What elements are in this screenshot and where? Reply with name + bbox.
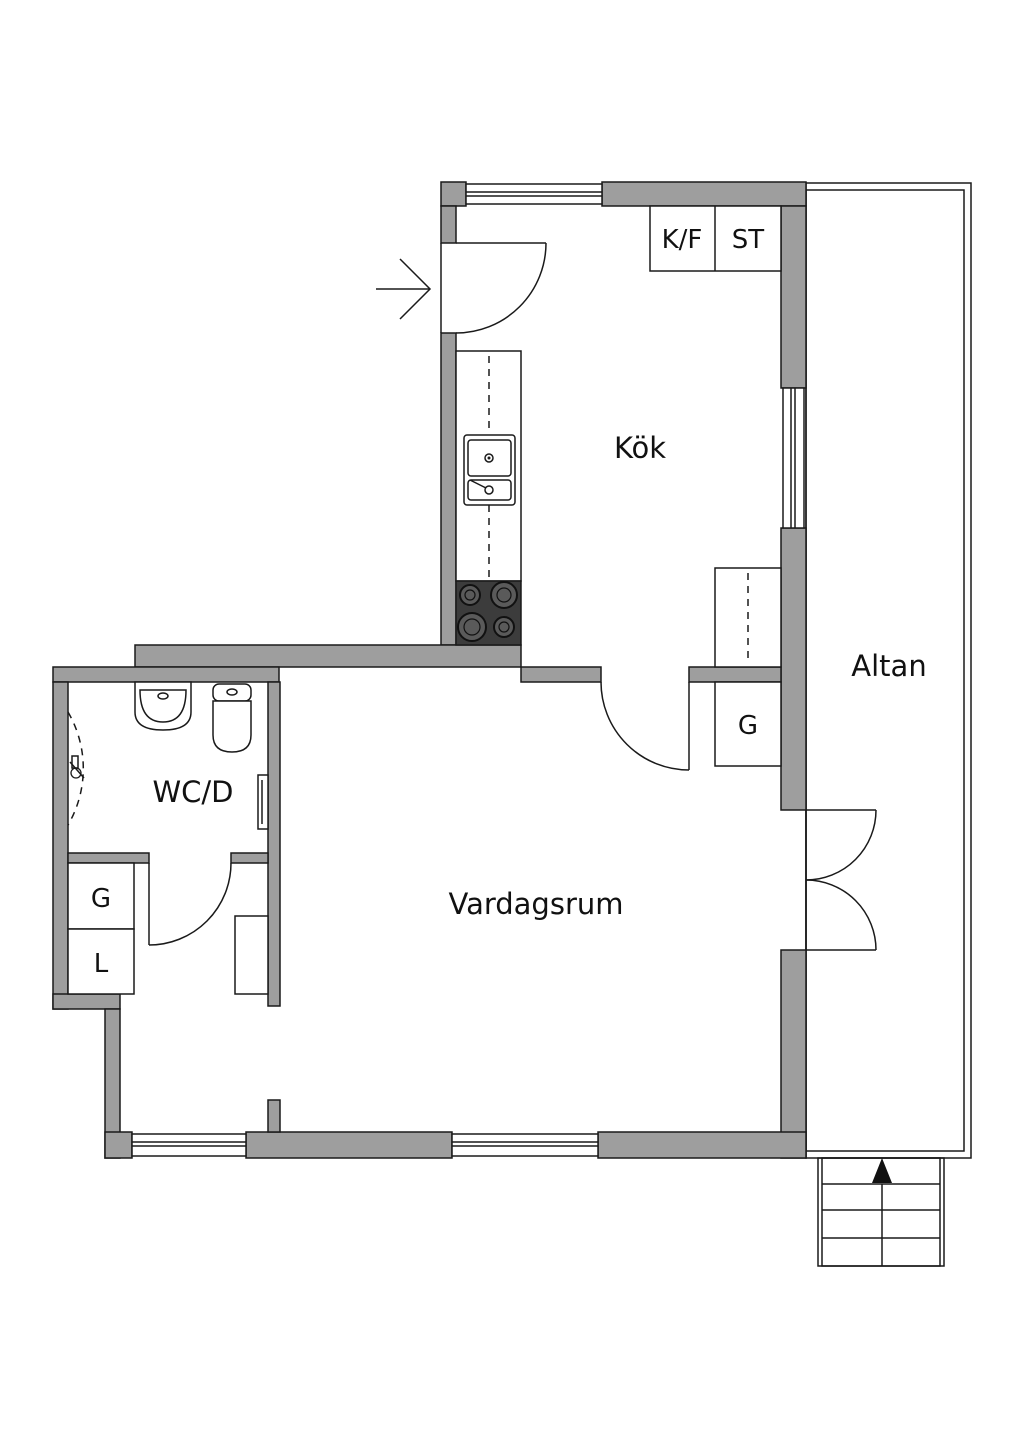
living-room-label: Vardagsrum <box>448 887 623 921</box>
storage-label: ST <box>732 225 765 255</box>
stove-icon <box>455 580 522 646</box>
wardrobe-kitchen: G <box>714 681 782 767</box>
wc-label: WC/D <box>152 775 233 809</box>
windows <box>131 183 805 1157</box>
door-wc <box>148 862 232 946</box>
kitchen-cabinets: K/F ST <box>649 205 782 668</box>
wardrobe-hall-label: G <box>91 884 111 914</box>
toilet-icon <box>212 683 252 753</box>
terrace-door <box>805 809 877 951</box>
entrance-arrow-icon <box>376 258 432 320</box>
fridge-freezer-label: K/F <box>662 225 703 255</box>
door-kitchen-living <box>600 681 690 771</box>
kitchen-counter <box>455 350 522 646</box>
sink-icon <box>463 434 516 506</box>
shower-icon <box>67 711 85 826</box>
terrace-label: Altan <box>851 649 926 683</box>
kitchen-label: Kök <box>614 431 666 465</box>
linen-label: L <box>94 949 109 979</box>
wc-fixtures <box>67 681 269 830</box>
stair-up-arrow-icon <box>872 1158 892 1183</box>
washbasin-icon <box>134 681 192 731</box>
wardrobe-kitchen-label: G <box>738 711 758 741</box>
entrance-door <box>376 242 547 334</box>
hall-cabinets: G L <box>67 862 269 995</box>
stairs <box>817 1157 945 1267</box>
walls <box>52 181 807 1159</box>
